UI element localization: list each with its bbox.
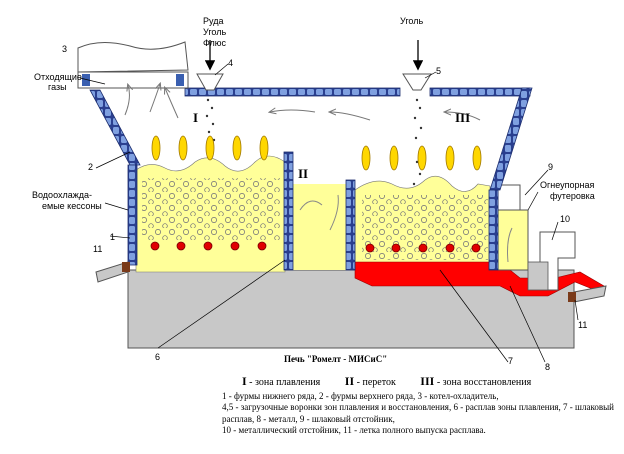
feed-coal-label: Уголь — [203, 27, 226, 37]
label-2: 2 — [88, 162, 93, 172]
feed-ore-label: Руда — [203, 16, 223, 26]
label-1: 1 — [110, 232, 115, 242]
overflow-channel — [293, 184, 348, 270]
offgas-label-1: Отходящие — [34, 72, 82, 82]
offgas-label-2: газы — [48, 82, 67, 92]
diagram-caption: Печь "Ромелт - МИСиС" — [284, 354, 387, 364]
legend-zone-III-text: - зона восстановления — [434, 377, 532, 388]
tap-holes — [95, 261, 607, 303]
refractory-label-1: Огнеупорная — [540, 180, 595, 190]
legend-zone-I-text: - зона плавления — [246, 377, 321, 388]
refractory-label-2: футеровка — [550, 191, 595, 201]
upper-tuyeres — [151, 135, 482, 171]
feed-arrows — [204, 40, 424, 71]
label-11-right: 11 — [578, 320, 587, 330]
zone-legend-row: I - зона плавления II - переток III - зо… — [222, 374, 622, 389]
zone-II-marker: II — [298, 166, 308, 181]
label-11-left: 11 — [93, 244, 102, 254]
metal-settler — [527, 231, 576, 291]
label-9: 9 — [548, 162, 553, 172]
melt-melting-zone — [135, 155, 286, 273]
legend-zone-II-num: II — [344, 374, 355, 388]
cooled-caissons — [89, 87, 533, 271]
label-4: 4 — [228, 58, 233, 68]
legend: I - зона плавления II - переток III - зо… — [222, 374, 622, 437]
label-10: 10 — [560, 214, 570, 224]
caissons-label-1: Водоохлажда- — [32, 190, 92, 200]
coal-feed-label: Уголь — [400, 16, 423, 26]
charge-hopper-melting — [196, 73, 224, 91]
label-5: 5 — [436, 66, 441, 76]
lower-tuyeres — [150, 241, 481, 253]
legend-zone-III-num: III — [420, 374, 435, 388]
caissons-label-2: емые кессоны — [42, 201, 102, 211]
legend-zone-II-text: - переток — [354, 377, 396, 388]
legend-description: 1 - фурмы нижнего ряда, 2 - фурмы верхне… — [222, 390, 614, 436]
text-labels: Руда Уголь Флюс Уголь Отходящие газы Вод… — [32, 16, 595, 372]
leader-lines — [79, 63, 579, 363]
boiler-cooler — [77, 41, 189, 89]
zone-I-marker: I — [193, 110, 198, 125]
slag-settler — [497, 184, 529, 271]
legend-zone-I-num: I — [242, 374, 247, 388]
charge-hopper-reduction — [402, 73, 432, 91]
label-3: 3 — [62, 44, 67, 54]
slag-melt-reduction-zone — [354, 175, 491, 271]
gas-flow-arrows — [124, 84, 481, 121]
label-8: 8 — [545, 362, 550, 372]
label-7: 7 — [508, 356, 513, 366]
label-6: 6 — [155, 352, 160, 362]
feed-flux-label: Флюс — [203, 38, 227, 48]
zone-III-marker: III — [455, 110, 470, 125]
